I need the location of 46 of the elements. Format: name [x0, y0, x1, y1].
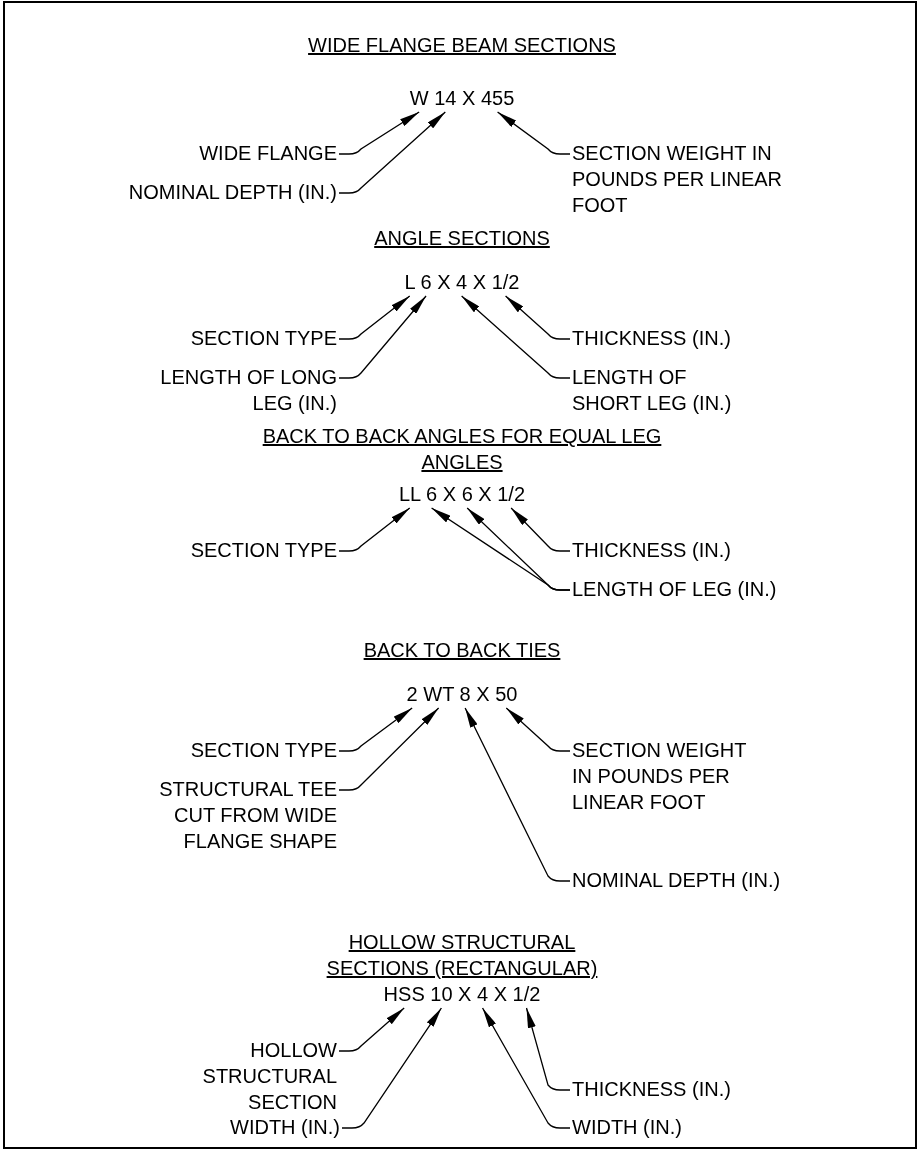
section-designation: 2 WT 8 X 50 [406, 681, 518, 707]
callout-text: THICKNESS (IN.) [572, 325, 731, 351]
leader-line [481, 1007, 571, 1129]
section-heading: ANGLE SECTIONS [374, 226, 550, 251]
leader-line [338, 1007, 405, 1052]
callout-text: SECTION TYPE [190, 325, 337, 351]
section-heading: WIDE FLANGE BEAM SECTIONS [308, 33, 616, 58]
section-designation: LL 6 X 6 X 1/2 [398, 481, 526, 507]
section-heading: HOLLOW STRUCTURAL SECTIONS (RECTANGULAR) [325, 930, 599, 981]
section-designation: HSS 10 X 4 X 1/2 [383, 981, 541, 1007]
callout-text: LENGTH OF LONG LEG (IN.) [152, 364, 337, 416]
section-heading: BACK TO BACK TIES [363, 638, 561, 663]
leader-line [505, 707, 571, 752]
leader-line [466, 507, 571, 591]
section-heading: BACK TO BACK ANGLES FOR EQUAL LEG ANGLES [261, 424, 663, 475]
leader-line [338, 707, 413, 752]
leader-line [338, 111, 420, 155]
leader-line [341, 1007, 443, 1129]
leader-line [461, 295, 571, 379]
callout-text: WIDTH (IN.) [572, 1114, 682, 1140]
leader-line [338, 707, 440, 791]
leader-line [338, 507, 411, 552]
callout-text: THICKNESS (IN.) [572, 537, 731, 563]
section-designation: W 14 X 455 [409, 85, 515, 111]
callout-text: STRUCTURAL TEE CUT FROM WIDE FLANGE SHAPE [147, 776, 337, 854]
callout-text: SECTION WEIGHT IN POUNDS PER LINEAR FOOT [572, 140, 787, 218]
leader-line [496, 111, 571, 155]
callout-text: LENGTH OF SHORT LEG (IN.) [572, 364, 757, 416]
leader-line [464, 707, 571, 882]
callout-text: SECTION WEIGHT IN POUNDS PER LINEAR FOOT [572, 737, 747, 815]
section-designation: L 6 X 4 X 1/2 [404, 269, 520, 295]
leader-line [338, 295, 427, 379]
callout-text: WIDE FLANGE [199, 140, 337, 166]
callout-text: NOMINAL DEPTH (IN.) [128, 179, 337, 205]
callout-text: NOMINAL DEPTH (IN.) [572, 867, 781, 893]
leader-line [338, 295, 411, 340]
callout-text: SECTION TYPE [190, 537, 337, 563]
leader-line [338, 111, 446, 194]
leader-line [510, 507, 571, 552]
leader-line [504, 295, 571, 340]
leader-line [525, 1007, 571, 1091]
callout-text: LENGTH OF LEG (IN.) [572, 576, 777, 602]
callout-text: THICKNESS (IN.) [572, 1076, 731, 1102]
callout-text: HOLLOW STRUCTURAL SECTION [122, 1037, 337, 1115]
callout-text: SECTION TYPE [190, 737, 337, 763]
callout-text: WIDTH (IN.) [230, 1114, 340, 1140]
